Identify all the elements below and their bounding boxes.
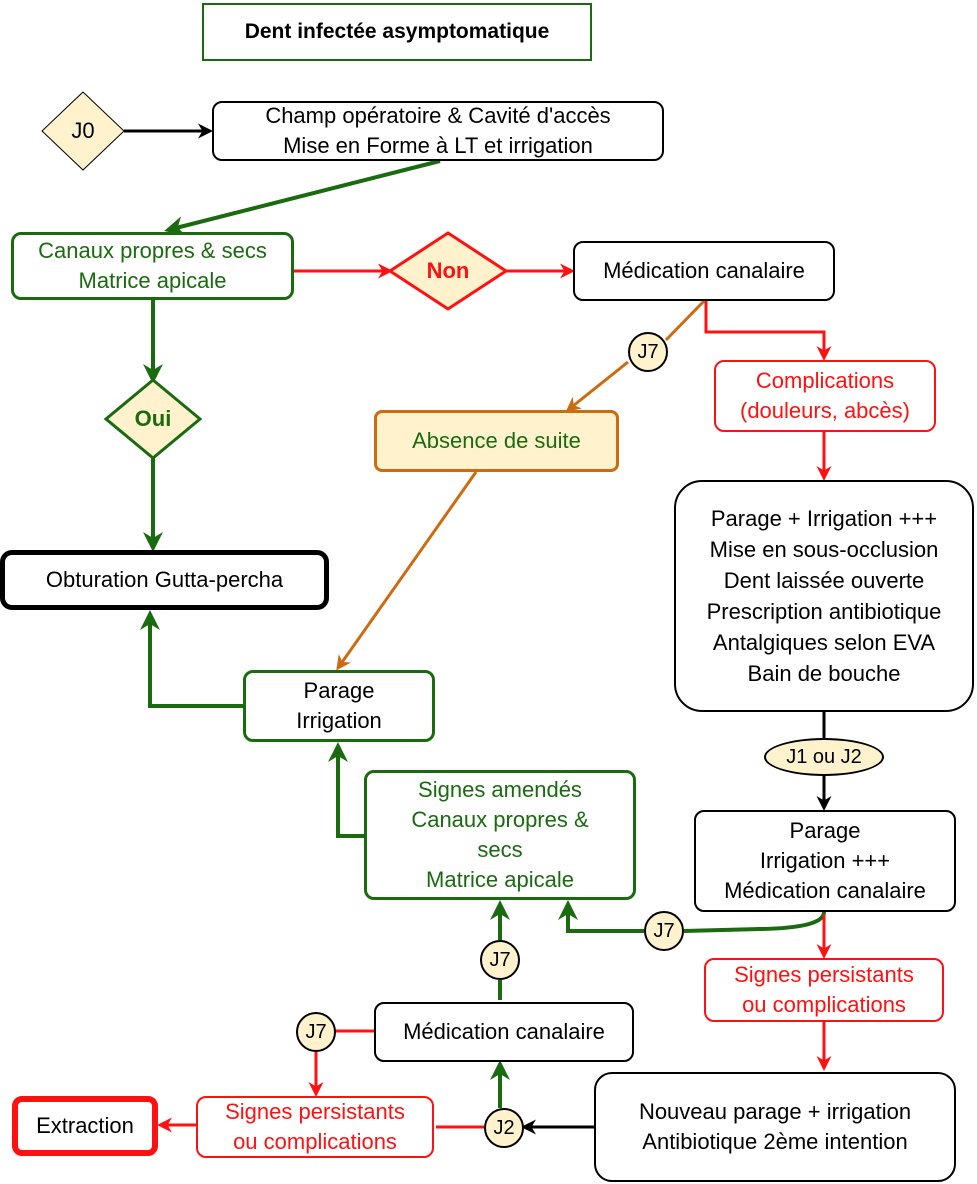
signes-amendes-line-2: Canaux propres & [411, 807, 589, 832]
signes-persistants-left-box: Signes persistants ou complications [196, 1096, 434, 1158]
medication-bottom-label: Médication canalaire [403, 1019, 605, 1044]
absence-de-suite-box: Absence de suite [374, 410, 619, 472]
non-diamond [387, 231, 509, 311]
signes-persistants-right-line-2: ou complications [742, 992, 906, 1017]
signes-amendes-line-4: Matrice apicale [426, 867, 574, 892]
oui-label: Oui [134, 406, 172, 431]
traitement-line-5: Antalgiques selon EVA [712, 630, 936, 655]
medication-top-label: Médication canalaire [603, 258, 805, 283]
arrow-champ-canaux [164, 159, 441, 236]
champ-operatoire-box: Champ opératoire & Cavité d'accès Mise e… [212, 101, 664, 161]
medication-canalaire-bottom-box: Médication canalaire [374, 1002, 634, 1062]
nouveau-line-1: Nouveau parage + irrigation [638, 1099, 912, 1124]
extraction-box: Extraction [12, 1096, 158, 1156]
medication-canalaire-top-box: Médication canalaire [573, 241, 835, 301]
parage-medication-line-1: Parage [789, 818, 861, 843]
non-label: Non [426, 258, 470, 283]
obturation-box: Obturation Gutta-percha [0, 550, 329, 610]
nouveau-line-2: Antibiotique 2ème intention [642, 1129, 908, 1154]
complications-line-1: Complications [755, 368, 895, 393]
parage-medication-line-3: Médication canalaire [724, 878, 926, 903]
diagram-title: Dent infectée asymptomatique [202, 3, 592, 61]
delay-j7-extraction: J7 [296, 1012, 336, 1052]
j0-label: J0 [71, 118, 95, 143]
parage-medication-box: Parage Irrigation +++ Médication canalai… [694, 810, 956, 912]
diagram-title-text: Dent infectée asymptomatique [244, 20, 550, 43]
canaux-line-2: Matrice apicale [78, 268, 227, 293]
arrow-absence-parage [336, 471, 478, 671]
signes-amendes-line-1: Signes amendés [418, 777, 582, 802]
delay-j7-signes-amendes: J7 [644, 911, 684, 951]
arrow-j7-signes-amendes [558, 900, 644, 933]
signes-amendes-line-3: secs [477, 837, 523, 862]
arrow-parage-j7-signes [683, 911, 826, 933]
parage-irrigation-line-2: Irrigation [296, 708, 382, 733]
traitement-line-1: Parage + Irrigation +++ [710, 506, 938, 531]
canaux-propres-box: Canaux propres & secs Matrice apicale [11, 232, 294, 300]
nouveau-parage-box: Nouveau parage + irrigation Antibiotique… [594, 1072, 956, 1182]
traitement-line-6: Bain de bouche [747, 661, 901, 686]
absence-label: Absence de suite [412, 428, 581, 453]
oui-diamond [103, 378, 203, 460]
delay-j7-medication: J7 [480, 940, 520, 980]
arrow-parage-obturation [140, 610, 243, 708]
arrow-signes-parage [328, 742, 364, 838]
signes-persistants-left-line-1: Signes persistants [225, 1099, 405, 1124]
traitement-line-4: Prescription antibiotique [706, 599, 942, 624]
j0-diamond [41, 91, 125, 171]
traitement-line-2: Mise en sous-occlusion [709, 537, 939, 562]
traitement-line-3: Dent laissée ouverte [723, 568, 925, 593]
parage-irrigation-line-1: Parage [303, 678, 375, 703]
parage-medication-line-2: Irrigation +++ [759, 848, 891, 873]
signes-amendes-box: Signes amendés Canaux propres & secs Mat… [364, 770, 636, 900]
arrow-medication-complications [704, 301, 832, 361]
traitement-urgence-box: Parage + Irrigation +++ Mise en sous-occ… [674, 480, 974, 712]
delay-j1-ou-j2: J1 ou J2 [764, 738, 884, 776]
arrow-medication-j7-orange [664, 299, 706, 342]
arrow-j7-absence [565, 360, 629, 412]
delay-j2: J2 [484, 1108, 524, 1148]
signes-persistants-right-line-1: Signes persistants [734, 962, 914, 987]
complications-box: Complications (douleurs, abcès) [714, 360, 936, 432]
canaux-line-1: Canaux propres & secs [38, 238, 267, 263]
champ-line-1: Champ opératoire & Cavité d'accès [265, 103, 611, 128]
complications-line-2: (douleurs, abcès) [740, 398, 910, 423]
obturation-label: Obturation Gutta-percha [45, 567, 284, 592]
signes-persistants-right-box: Signes persistants ou complications [704, 958, 944, 1022]
delay-j7-absence: J7 [628, 332, 668, 372]
signes-persistants-left-line-2: ou complications [233, 1129, 397, 1154]
extraction-label: Extraction [36, 1113, 134, 1138]
parage-irrigation-box: Parage Irrigation [243, 670, 435, 742]
champ-line-2: Mise en Forme à LT et irrigation [283, 133, 593, 158]
